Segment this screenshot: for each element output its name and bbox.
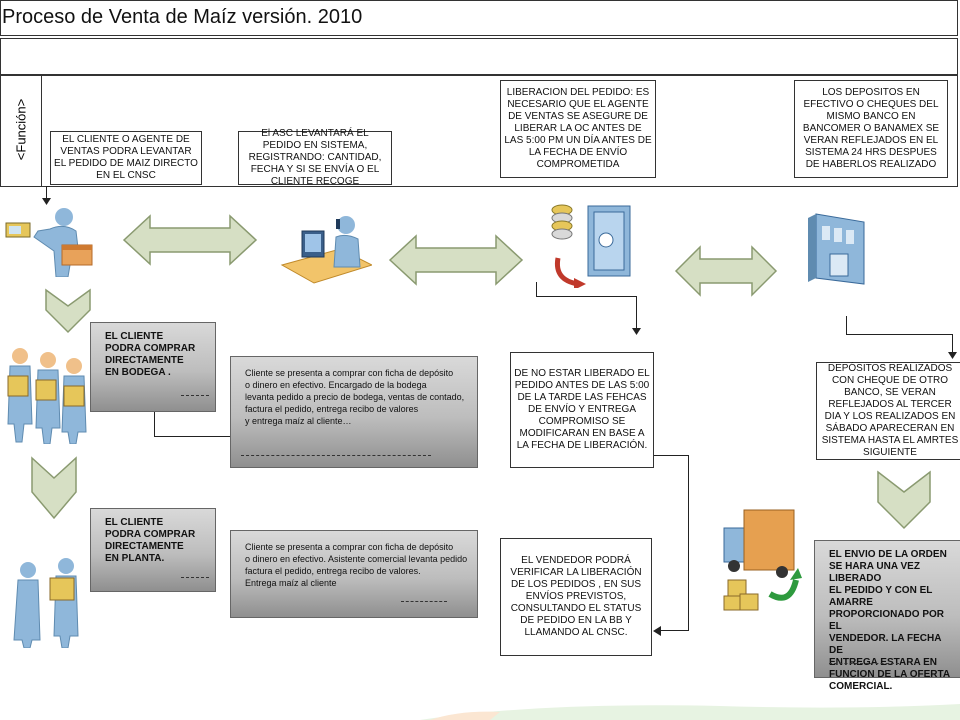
dash-line [241,455,431,456]
connector-line [154,436,230,437]
down-arrow-icon [45,288,91,334]
header-subframe [0,38,958,75]
double-arrow-icon [674,245,778,297]
arrowhead [632,328,641,335]
connector-line [46,186,47,200]
connector-line [536,282,537,296]
double-arrow-icon [122,214,258,266]
people-box-figure [13,558,79,648]
delivery-truck-figure [723,509,802,611]
down-arrow-icon [31,456,77,520]
box-planta-detail: Cliente se presenta a comprar con ficha … [230,530,478,618]
arrowhead [653,626,661,636]
connector-line [46,186,50,187]
connector-line [846,316,847,334]
operator-desk-figure [280,216,372,284]
connector-line [154,412,155,436]
down-arrow-icon [877,470,931,530]
envio-text: EL ENVIO DE LA ORDEN SE HARA UNA VEZ LIB… [829,549,951,692]
box-bodega-title: EL CLIENTE PODRA COMPRAR DIRECTAMENTE EN… [90,322,216,412]
arrowhead [42,198,51,205]
lane-label: <Función> [13,98,29,161]
box-envio-orden: EL ENVIO DE LA ORDEN SE HARA UNA VEZ LIB… [814,540,960,692]
header-frame [0,0,958,36]
people-boxes-figure [7,348,87,444]
box-vendedor-verifica: EL VENDEDOR PODRÁ VERIFICAR LA LIBERACIÓ… [500,538,652,656]
dash-line [181,577,209,578]
planta-detail-text: Cliente se presenta a comprar con ficha … [245,542,468,588]
box-cliente-agente: EL CLIENTE O AGENTE DE VENTAS PODRA LEVA… [50,131,202,185]
dash-line [829,663,899,664]
bodega-title-text: EL CLIENTE PODRA COMPRAR DIRECTAMENTE EN… [105,331,196,378]
connector-line [654,455,688,456]
connector-line [636,296,637,330]
lane-label-cell [0,75,42,187]
connector-line [688,455,689,631]
box-planta-title: EL CLIENTE PODRA COMPRAR DIRECTAMENTE EN… [90,508,216,592]
box-asc-pedido: El ASC LEVANTARÁ EL PEDIDO EN SISTEMA, R… [238,128,392,187]
connector-line [846,334,952,335]
coins-safe-figure [551,204,631,288]
footer-swoosh [420,704,960,720]
arrowhead [948,352,957,359]
connector-line [536,296,636,297]
box-liberacion: LIBERACION DEL PEDIDO: ES NECESARIO QUE … [500,80,656,178]
box-depositos-otro-banco: DEPÓSITOS REALIZADOS CON CHEQUE DE OTRO … [816,362,960,460]
double-arrow-icon [388,234,524,286]
bank-building-figure [808,213,865,285]
client-phone-figure [5,208,93,277]
dash-line [181,395,209,396]
box-no-liberado: DE NO ESTAR LIBERADO EL PEDIDO ANTES DE … [510,352,654,468]
connector-line [952,334,953,354]
box-depositos-efectivo: LOS DEPOSITOS EN EFECTIVO O CHEQUES DEL … [794,80,948,178]
lane-frame [0,75,958,187]
connector-line [660,630,688,631]
planta-title-text: EL CLIENTE PODRA COMPRAR DIRECTAMENTE EN… [105,517,196,564]
page-title: Proceso de Venta de Maíz versión. 2010 [2,6,363,28]
dash-line [401,601,447,602]
bodega-detail-text: Cliente se presenta a comprar con ficha … [245,368,465,426]
box-bodega-detail: Cliente se presenta a comprar con ficha … [230,356,478,468]
